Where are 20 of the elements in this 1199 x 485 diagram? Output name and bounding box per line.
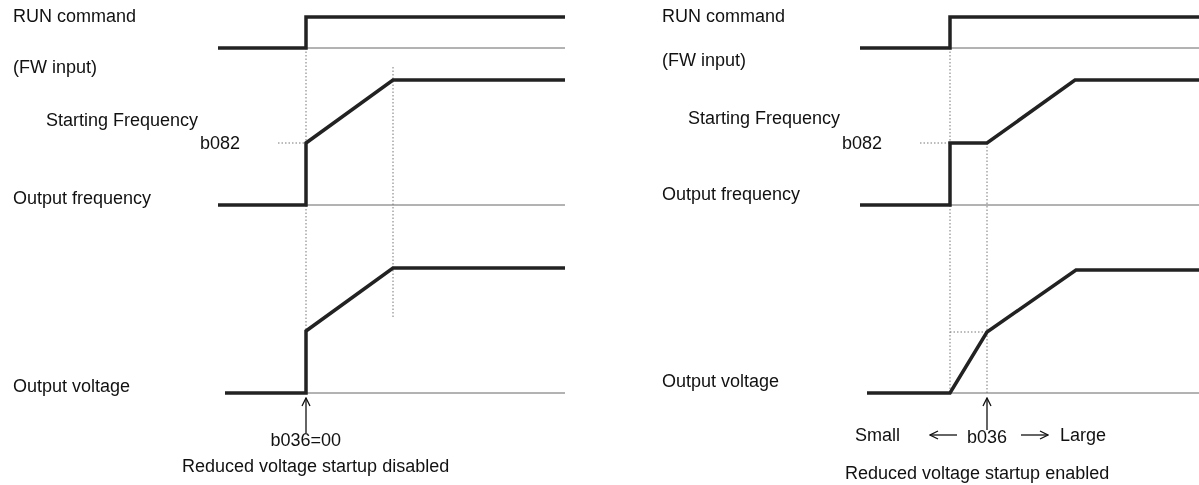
signal-label: Output voltage xyxy=(13,376,131,396)
leader-arrow xyxy=(301,397,311,434)
parameter-label: b082 xyxy=(200,133,241,153)
parameter-label: b036 xyxy=(967,427,1008,447)
signal-label: Starting Frequency xyxy=(46,110,199,130)
signal-label: (FW input) xyxy=(13,57,97,77)
parameter-label: b082 xyxy=(842,133,883,153)
signal-label: Output voltage xyxy=(662,371,780,391)
signal-label: (FW input) xyxy=(662,50,746,70)
leader-arrow xyxy=(982,397,992,431)
signal-label: Starting Frequency xyxy=(688,108,841,128)
parameter-label: b036=00 xyxy=(270,430,342,450)
direction-label: Large xyxy=(1060,425,1107,445)
caption: Reduced voltage startup disabled xyxy=(182,456,450,476)
signal-label: Output frequency xyxy=(13,188,152,208)
caption: Reduced voltage startup enabled xyxy=(845,463,1110,483)
signal-label: RUN command xyxy=(662,6,786,26)
direction-label: Small xyxy=(855,425,900,445)
signal-label: RUN command xyxy=(13,6,137,26)
signal-label: Output frequency xyxy=(662,184,801,204)
